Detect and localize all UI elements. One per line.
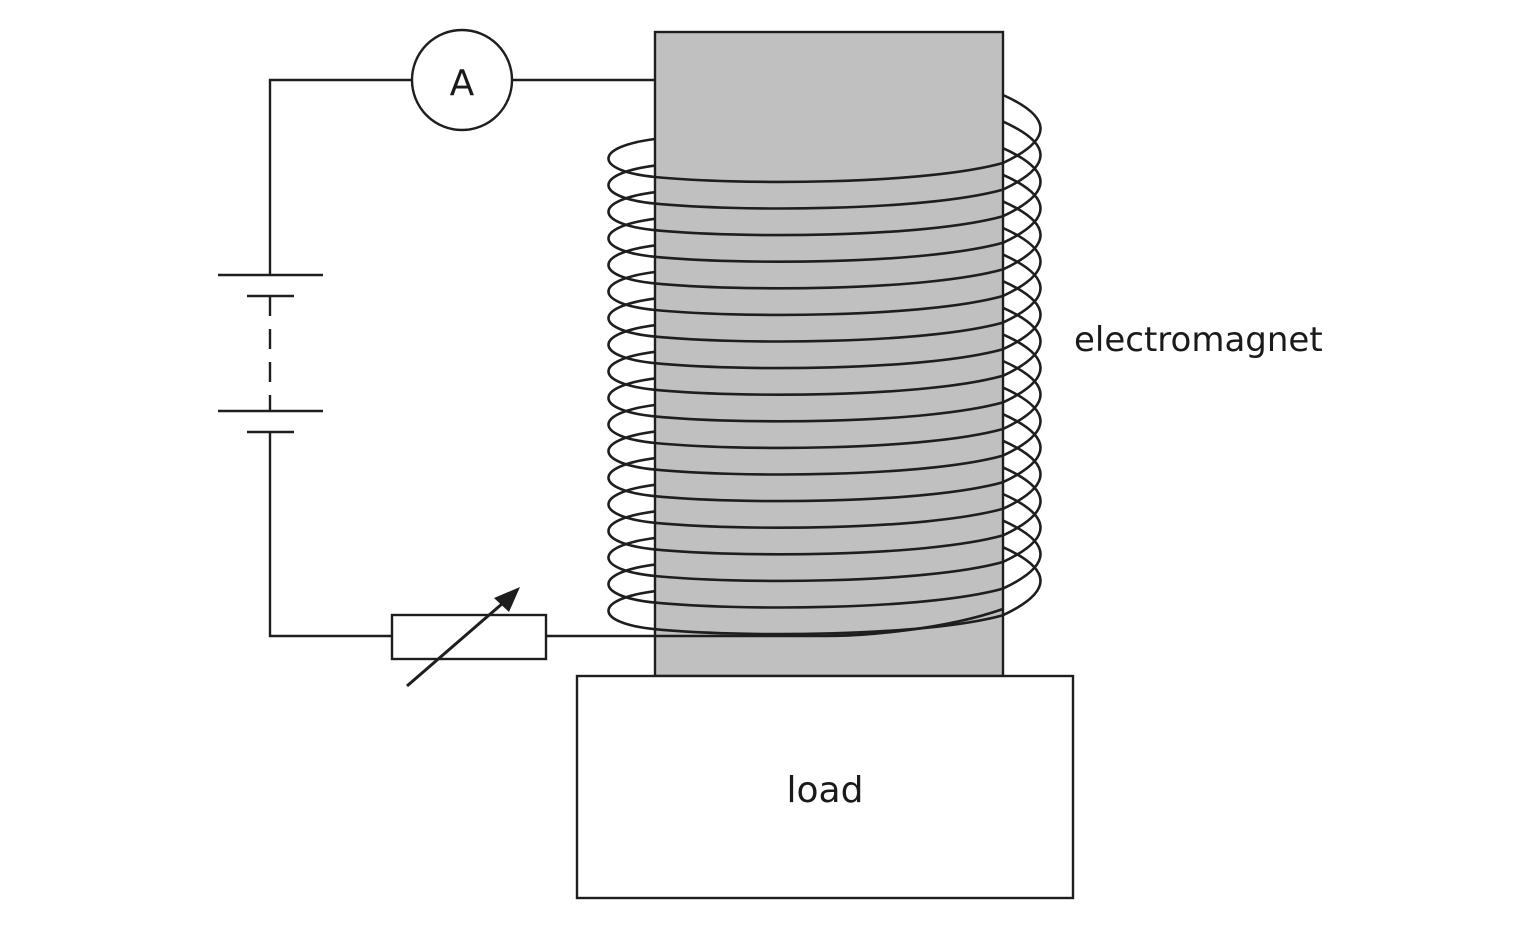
coil-turn-left-loop bbox=[607, 483, 656, 525]
coil-turn-left-loop bbox=[607, 297, 656, 338]
ammeter: A bbox=[410, 28, 514, 132]
coil-turn-front-arc bbox=[654, 268, 1004, 290]
load-block bbox=[575, 674, 1075, 900]
coil-turn-front-arc bbox=[654, 507, 1004, 529]
coil-turn-left-loop bbox=[607, 164, 656, 205]
ammeter-circle bbox=[410, 28, 514, 132]
battery bbox=[218, 273, 323, 434]
coil-turn-front-arc bbox=[654, 534, 1004, 556]
coil-turn-left-loop bbox=[607, 563, 656, 604]
coil-turn-right-loop bbox=[1002, 546, 1042, 617]
iron-core bbox=[653, 30, 1005, 678]
coil-turn-front-arc bbox=[654, 321, 1004, 343]
coil-turn-right-loop bbox=[1002, 333, 1042, 404]
electromagnet-label: electromagnet bbox=[1074, 320, 1323, 360]
coil-turn-front-arc bbox=[654, 401, 1004, 423]
variable-resistor bbox=[390, 587, 548, 688]
coil-turn-left-loop bbox=[607, 323, 656, 365]
resistor-body bbox=[390, 613, 548, 661]
coil-turn-front-arc bbox=[654, 347, 1004, 370]
coil-turn-front-arc bbox=[654, 161, 1004, 184]
variable-arrow-head-icon bbox=[494, 587, 520, 612]
coil-turn-right-loop bbox=[1002, 466, 1042, 537]
coil-turn-left-loop bbox=[607, 377, 656, 418]
coil-turn-right-loop bbox=[1002, 386, 1042, 457]
coil-turn-left-loop bbox=[607, 510, 656, 551]
variable-arrow-shaft bbox=[406, 601, 504, 688]
coil-turn-left-loop bbox=[607, 536, 656, 578]
coil-turn-front-arc bbox=[654, 188, 1004, 210]
coil-turn-right-loop bbox=[1002, 413, 1042, 484]
coil-turn-left-loop bbox=[607, 244, 656, 285]
coil-turn-left-loop bbox=[607, 190, 656, 232]
load-label: load bbox=[787, 770, 864, 811]
coil-turn-right-loop bbox=[1002, 226, 1042, 298]
coil-turn-front-arc bbox=[654, 294, 1004, 317]
wire-top-left bbox=[268, 78, 413, 275]
coil-turn-front-arc bbox=[654, 560, 1004, 583]
ammeter-label: A bbox=[450, 63, 475, 104]
coil-turn-left-loop bbox=[607, 350, 656, 392]
coil-bottom-lead bbox=[655, 607, 1004, 638]
coil-turn-right-loop bbox=[1002, 439, 1042, 510]
coil-turn-right-loop bbox=[1002, 120, 1042, 191]
coil-turn-left-loop bbox=[607, 456, 656, 498]
coil-turn-right-loop bbox=[1002, 147, 1042, 218]
coil-turn-right-loop bbox=[1002, 359, 1042, 431]
coil-turn-left-loop bbox=[607, 430, 656, 471]
wire-left-lower bbox=[268, 432, 392, 638]
coil-turn-left-loop bbox=[607, 137, 656, 179]
coil-turn-left-loop bbox=[607, 217, 656, 259]
coil-turn-front-arc bbox=[654, 613, 1004, 636]
coil-turn-front-arc bbox=[654, 374, 1004, 396]
coil-turn-right-loop bbox=[1002, 93, 1042, 165]
coil-turn-right-loop bbox=[1002, 492, 1042, 564]
coil-turn-front-arc bbox=[654, 214, 1004, 237]
coil-turn-right-loop bbox=[1002, 253, 1042, 324]
coil-turn-right-loop bbox=[1002, 519, 1042, 590]
coil-turn-right-loop bbox=[1002, 306, 1042, 377]
coil-turn-front-arc bbox=[654, 454, 1004, 476]
coil-turn-left-loop bbox=[607, 270, 656, 312]
coil-turn-front-arc bbox=[654, 427, 1004, 450]
coil-turn-front-arc bbox=[654, 480, 1004, 503]
coil-turn-front-arc bbox=[654, 587, 1004, 609]
coil-turn-right-loop bbox=[1002, 280, 1042, 351]
coil-turn-right-loop bbox=[1002, 200, 1042, 271]
coil-turn-right-loop bbox=[1002, 173, 1042, 244]
coil-turn-front-arc bbox=[654, 241, 1004, 263]
coil-turn-left-loop bbox=[607, 403, 656, 445]
coil-front-segments bbox=[607, 93, 1042, 638]
coil-turn-left-loop bbox=[607, 589, 656, 631]
